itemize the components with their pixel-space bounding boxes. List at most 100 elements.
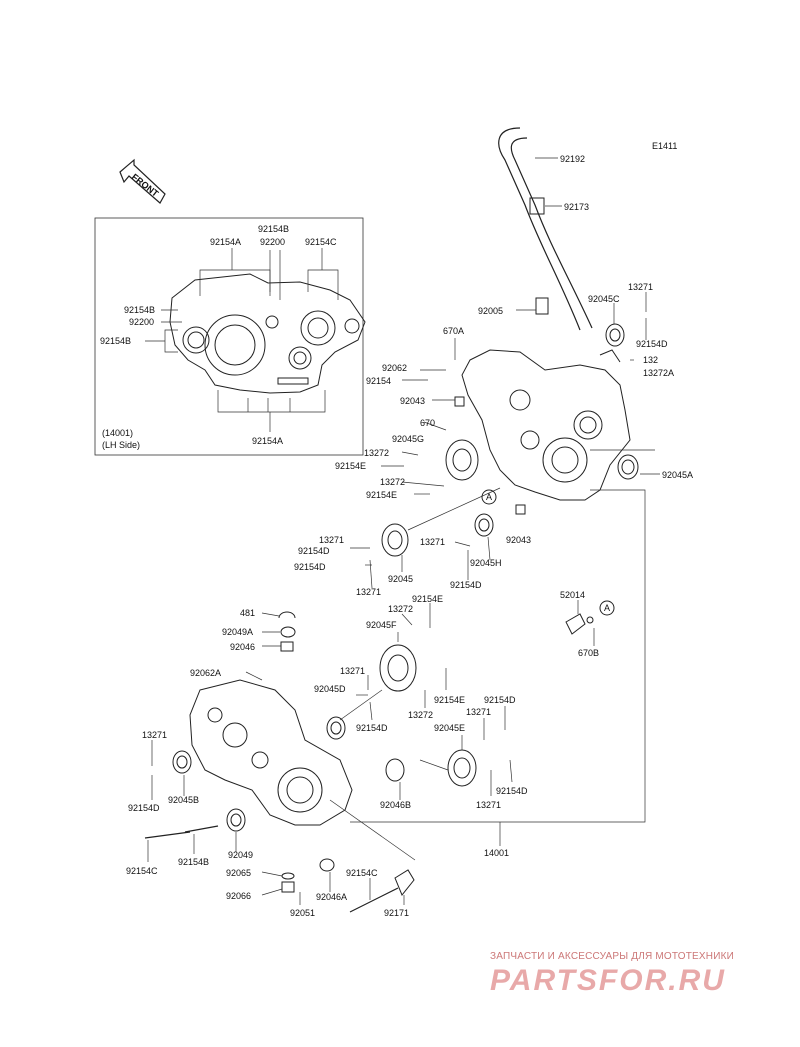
label-13271: 13271 <box>340 666 365 676</box>
seal-92045a <box>617 454 639 480</box>
crankcase-lh <box>189 679 353 826</box>
label-13271: 13271 <box>476 800 501 810</box>
watermark-logo[interactable]: PARTSFOR.RU <box>490 964 726 997</box>
label-92045f: 92045F <box>366 620 397 630</box>
label-13272a: 13272A <box>643 368 674 378</box>
label-14001: 14001 <box>484 848 509 858</box>
bearing-92045f <box>379 644 417 692</box>
label-92154e: 92154E <box>412 594 443 604</box>
label-92171: 92171 <box>384 908 409 918</box>
drain-bolt <box>281 872 295 893</box>
label-92154e: 92154E <box>434 695 465 705</box>
label-92154e: 92154E <box>366 490 397 500</box>
label-92046b: 92046B <box>380 800 411 810</box>
label-92065: 92065 <box>226 868 251 878</box>
label-92154d: 92154D <box>356 723 388 733</box>
label-13271: 13271 <box>628 282 653 292</box>
label-13271: 13271 <box>319 535 344 545</box>
ref-a-marker-2 <box>599 600 615 616</box>
bearing-92045e <box>447 749 477 787</box>
label-92154d: 92154D <box>450 580 482 590</box>
label-92051: 92051 <box>290 908 315 918</box>
label-92154d: 92154D <box>496 786 528 796</box>
label-670b: 670B <box>578 648 599 658</box>
label-92045g: 92045G <box>392 434 424 444</box>
seal-92045c <box>605 323 625 347</box>
label-92066: 92066 <box>226 891 251 901</box>
label-92062: 92062 <box>382 363 407 373</box>
label-92005: 92005 <box>478 306 503 316</box>
leaders <box>147 292 660 905</box>
label-481: 481 <box>240 608 255 618</box>
label-52014: 52014 <box>560 590 585 600</box>
label-13272: 13272 <box>364 448 389 458</box>
label-13271: 13271 <box>142 730 167 740</box>
label-inset-92154a: 92154A <box>252 436 283 446</box>
label-92154d: 92154D <box>294 562 326 572</box>
label-92045d: 92045D <box>314 684 346 694</box>
label-13272: 13272 <box>388 604 413 614</box>
label-92045a: 92045A <box>662 470 693 480</box>
front-arrow-icon: FRONT <box>119 158 166 204</box>
label-13271: 13271 <box>420 537 445 547</box>
crankcase-rh <box>461 349 631 501</box>
inset-caption-code: (14001) <box>102 428 133 438</box>
label-92154e: 92154E <box>335 461 366 471</box>
seal-92045b <box>172 750 192 774</box>
label-132: 132 <box>643 355 658 365</box>
seal-92045h <box>474 513 494 537</box>
label-92062a: 92062A <box>190 668 221 678</box>
label-inset-92154c: 92154C <box>305 237 337 247</box>
label-670a: 670A <box>443 326 464 336</box>
label-92154d: 92154D <box>298 546 330 556</box>
diagram-code: E1411 <box>652 141 677 151</box>
ref-a-marker-1 <box>481 489 497 505</box>
seal-92049 <box>226 808 246 832</box>
label-92154d: 92154D <box>484 695 516 705</box>
label-92045c: 92045C <box>588 294 620 304</box>
dowel-92043 <box>454 396 526 515</box>
bolt-92154c-a <box>144 831 191 839</box>
label-inset-92200: 92200 <box>260 237 285 247</box>
label-13272: 13272 <box>380 477 405 487</box>
label-92045h: 92045H <box>470 558 502 568</box>
bearing-92045g <box>445 439 479 481</box>
bushing-92046a <box>319 858 335 872</box>
label-13272: 13272 <box>408 710 433 720</box>
label-inset-92154b: 92154B <box>124 305 155 315</box>
circlip-481 <box>278 611 296 619</box>
label-92049a: 92049A <box>222 627 253 637</box>
seal-92046b <box>385 758 405 782</box>
seal-92045d <box>326 716 346 740</box>
label-13271: 13271 <box>356 587 381 597</box>
label-92046a: 92046A <box>316 892 347 902</box>
bolt-92154b <box>184 825 219 833</box>
label-inset-92154a: 92154A <box>210 237 241 247</box>
label-92192: 92192 <box>560 154 585 164</box>
label-a: A <box>486 492 492 502</box>
watermark-subtitle: ЗАПЧАСТИ И АКСЕССУАРЫ ДЛЯ МОТОТЕХНИКИ <box>490 951 735 962</box>
label-92046: 92046 <box>230 642 255 652</box>
bolt-92154c-b <box>349 887 399 913</box>
label-inset-92200: 92200 <box>129 317 154 327</box>
label-92045b: 92045B <box>168 795 199 805</box>
ring-92049a <box>280 626 296 638</box>
inset-caption-side: (LH Side) <box>102 440 140 450</box>
switch-52014 <box>565 613 594 635</box>
label-92045: 92045 <box>388 574 413 584</box>
label-670: 670 <box>420 418 435 428</box>
label-92045e: 92045E <box>434 723 465 733</box>
part-labels: 92192 92173 92005 92045C 13271 92154D 13… <box>100 154 693 918</box>
label-92154c: 92154C <box>346 868 378 878</box>
breather-hose <box>498 127 593 331</box>
label-92173: 92173 <box>564 202 589 212</box>
cover-92171 <box>394 869 415 896</box>
bearing-92045 <box>381 523 409 557</box>
label-92154d: 92154D <box>128 803 160 813</box>
label-92154b: 92154B <box>178 857 209 867</box>
label-92154c: 92154C <box>126 866 158 876</box>
label-92043: 92043 <box>400 396 425 406</box>
label-92043: 92043 <box>506 535 531 545</box>
bushing-92046 <box>280 641 294 652</box>
